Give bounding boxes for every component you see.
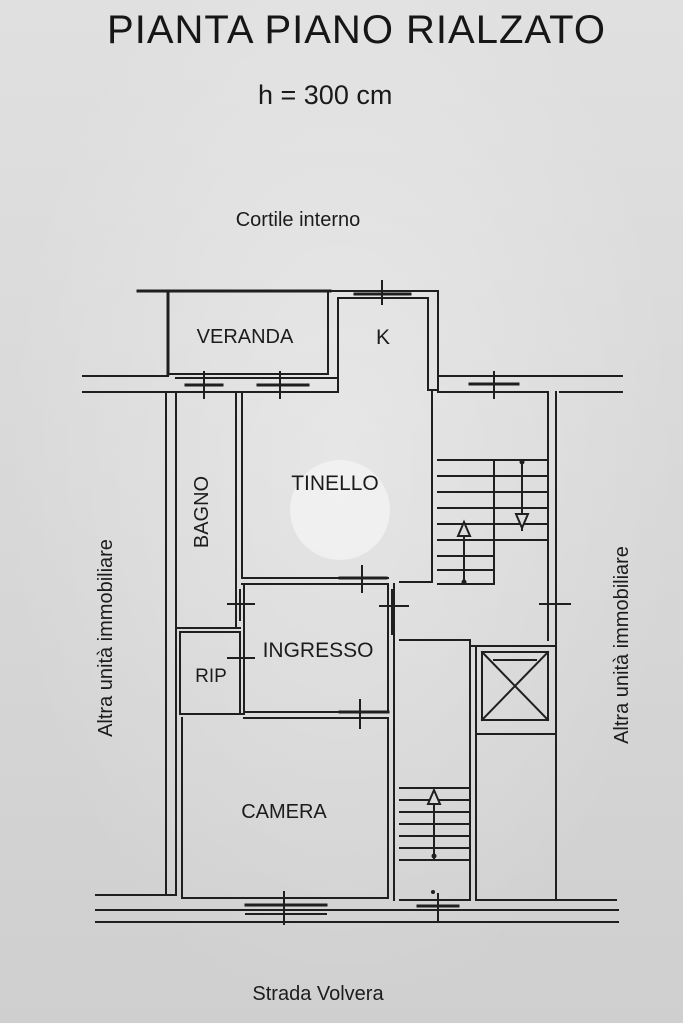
street-side-wall — [95, 891, 619, 925]
lower-stair-flight — [399, 787, 471, 861]
room-label-ingresso: INGRESSO — [263, 639, 374, 662]
room-label-camera: CAMERA — [241, 801, 327, 823]
street-label: Strada Volvera — [252, 983, 384, 1005]
courtyard-side-wall — [82, 371, 623, 399]
lift-shaft — [480, 650, 550, 722]
photo-watermark-circle — [290, 460, 390, 560]
veranda-walls — [136, 289, 332, 376]
courtyard-label: Cortile interno — [236, 209, 361, 231]
ceiling-height-note: h = 300 cm — [258, 80, 393, 110]
left-exterior-walls — [95, 391, 177, 896]
plan-title: PIANTA PIANO RIALZATO — [107, 8, 606, 52]
room-label-rip: RIP — [195, 666, 227, 687]
neighbor-right-label: Altra unità immobiliare — [611, 546, 633, 744]
ingresso-walls — [243, 583, 409, 901]
room-label-tinello: TINELLO — [291, 472, 379, 495]
bagno-walls — [175, 391, 243, 629]
right-exterior-walls — [475, 733, 617, 901]
room-label-bagno: BAGNO — [191, 476, 213, 548]
neighbor-left-label: Altra unità immobiliare — [95, 539, 117, 737]
tinello-walls — [227, 389, 439, 621]
room-label-veranda: VERANDA — [197, 326, 294, 348]
upper-stair-flight — [437, 459, 549, 585]
rip-walls — [179, 631, 255, 715]
room-label-kitchen: K — [376, 326, 390, 349]
kitchen-walls — [329, 280, 439, 391]
stair-core-walls — [399, 391, 571, 921]
